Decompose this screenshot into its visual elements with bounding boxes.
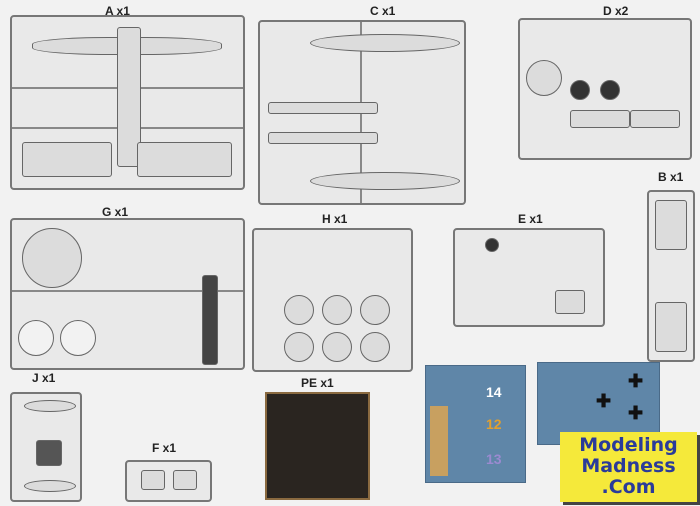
drop-tank <box>24 480 76 492</box>
decal-number: 14 <box>486 384 502 400</box>
engine-part <box>360 332 390 362</box>
wheel-part <box>485 238 499 252</box>
cross-marking-icon: ✚ <box>596 391 612 411</box>
sprue-label-b: B x1 <box>658 170 684 184</box>
fuselage-part <box>117 27 141 167</box>
sprue-label-f: F x1 <box>152 441 177 455</box>
wing-part <box>22 142 112 177</box>
sprue-h <box>252 228 413 372</box>
canopy-part <box>630 110 680 128</box>
sprue-a <box>10 15 245 190</box>
engine-part <box>322 295 352 325</box>
cross-marking-icon: ✚ <box>628 371 644 391</box>
drop-tank <box>24 400 76 412</box>
engine-part <box>322 332 352 362</box>
decal-number: 12 <box>486 416 502 432</box>
exhaust-part <box>268 102 378 114</box>
engine-part <box>360 295 390 325</box>
logo-line: Madness <box>581 455 676 477</box>
sprue-label-a: A x1 <box>105 4 130 18</box>
propeller-spinner <box>526 60 562 96</box>
wing-part <box>137 142 232 177</box>
logo-line: .Com <box>601 476 656 498</box>
sprue-c <box>258 20 466 205</box>
sprue-label-c: C x1 <box>370 4 396 18</box>
ring-part <box>60 320 96 356</box>
decal-stripe <box>430 406 448 476</box>
sprue-f <box>125 460 212 502</box>
part <box>36 440 62 466</box>
wheel-part <box>570 80 590 100</box>
sprue-label-h: H x1 <box>322 212 348 226</box>
sprue-j <box>10 392 82 502</box>
fuselage-half <box>310 34 460 52</box>
sprue-b <box>647 190 695 362</box>
sprue-label-d: D x2 <box>603 4 629 18</box>
engine-part <box>284 295 314 325</box>
part <box>555 290 585 314</box>
decal-sheet-2: ✚ ✚ ✚ <box>537 362 660 445</box>
sprue-label-g: G x1 <box>102 205 129 219</box>
engine-part <box>284 332 314 362</box>
propeller-part <box>22 228 82 288</box>
part <box>202 275 218 365</box>
canopy-part <box>141 470 165 490</box>
sprue-label-j: J x1 <box>32 371 56 385</box>
ring-part <box>18 320 54 356</box>
canopy-part <box>173 470 197 490</box>
fuselage-half <box>310 172 460 190</box>
pe-label: PE x1 <box>301 376 334 390</box>
decal-number: 13 <box>486 451 502 467</box>
sprue-d <box>518 18 692 160</box>
sprue-label-e: E x1 <box>518 212 543 226</box>
wheel-part <box>600 80 620 100</box>
modeling-madness-logo: Modeling Madness .Com <box>560 432 697 502</box>
part <box>655 200 687 250</box>
exhaust-part <box>268 132 378 144</box>
photoetch-fret <box>265 392 370 500</box>
part <box>655 302 687 352</box>
logo-line: Modeling <box>579 434 678 456</box>
sprue-e <box>453 228 605 327</box>
sprue-g <box>10 218 245 370</box>
cross-marking-icon: ✚ <box>628 403 644 423</box>
canopy-part <box>570 110 630 128</box>
decal-sheet-1: 14 12 13 <box>425 365 526 483</box>
